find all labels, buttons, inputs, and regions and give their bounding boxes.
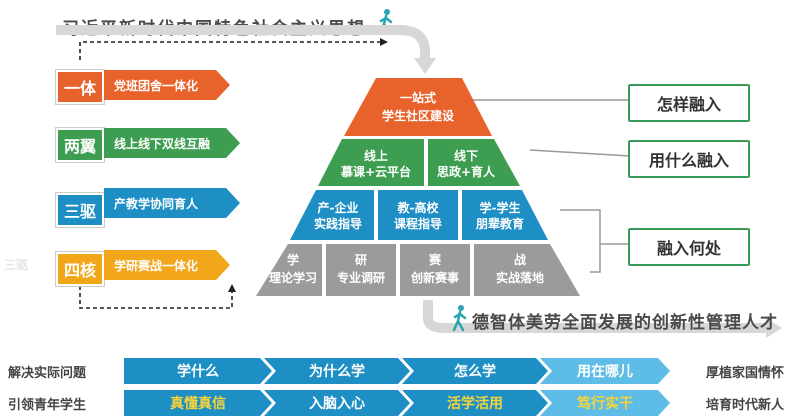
label-yiti: 党班团舍一体化 [104,70,230,100]
pyr-t3-a1: 产-企业 [318,200,359,215]
pyr-t4-d1: 战 [514,252,526,267]
row1-step1: 学什么 [124,358,272,384]
row2-right: 培育时代新人 [705,398,784,413]
label-sihe: 学研赛战一体化 [104,250,230,280]
pyr-top-2: 学生社区建设 [382,108,455,123]
pyramid-tier4-3 [400,244,470,296]
pyr-t2-a2: 慕课+云平台 [340,164,411,179]
pyr-t3-b2: 课程指导 [394,216,442,231]
pyr-t4-d2: 实战落地 [496,270,544,285]
pyr-t4-b1: 研 [355,253,367,267]
title-bottom: 德智体美劳全面发展的创新性管理人才 [472,313,778,333]
pyramid-top [344,78,492,136]
pyramid-tier3-1 [290,190,374,240]
watermark-text: 三驱 [4,258,29,272]
row2-left: 引领青年学生 [8,398,87,413]
row1-right: 厚植家国情怀 [705,366,784,381]
sidebox-where: 融入何处 [628,228,750,266]
pyramid-tier2-left [318,139,424,186]
label-sanqu: 产教学协同育人 [104,188,240,218]
row2-step2: 入脑入心 [264,390,410,416]
badge-liangyi: 两翼 [56,128,104,162]
walking-person-bottom-icon [452,305,467,332]
pyr-top-1: 一站式 [400,90,436,105]
pyr-t4-b2: 专业调研 [337,270,385,285]
pyr-t4-c1: 赛 [428,252,442,267]
pyramid-tier3-3 [462,190,548,240]
pyr-t2-b2: 思政+育人 [437,164,496,179]
pyr-t3-b1: 教-高校 [397,200,440,215]
pyr-t3-a2: 实践指导 [314,216,362,231]
pyr-t2-b1: 线下 [454,148,478,163]
pyramid-tier4-4 [474,244,580,296]
row2-step3: 活学活用 [402,390,548,416]
label-liangyi: 线上线下双线互融 [104,128,240,158]
row1-step4: 用在哪儿 [540,358,670,384]
badge-yiti: 一体 [56,70,104,104]
row1-step3: 怎么学 [402,358,548,384]
pyramid-tier4-1 [256,244,322,296]
row1-left: 解决实际问题 [8,366,87,381]
row1-step2: 为什么学 [264,358,410,384]
sidebox-how: 怎样融入 [628,84,750,122]
sidebox-what: 用什么融入 [628,140,750,178]
badge-sanqu: 三驱 [56,193,104,227]
pyr-t4-c2: 创新赛事 [410,270,459,285]
pyr-t2-a1: 线上 [364,148,388,163]
row2-step4: 笃行实干 [540,390,670,416]
pyr-t4-a1: 学 [287,252,299,267]
pyr-t3-c1: 学-学生 [480,200,521,215]
badge-sihe: 四核 [56,252,104,286]
pyramid-tier4-2 [326,244,396,296]
pyramid-tier2-right [428,139,520,186]
pyramid-tier3-2 [378,190,458,240]
pyr-t3-c2: 朋辈教育 [475,216,524,231]
row2-step1: 真懂真信 [124,390,272,416]
pyr-t4-a2: 理论学习 [269,270,317,285]
